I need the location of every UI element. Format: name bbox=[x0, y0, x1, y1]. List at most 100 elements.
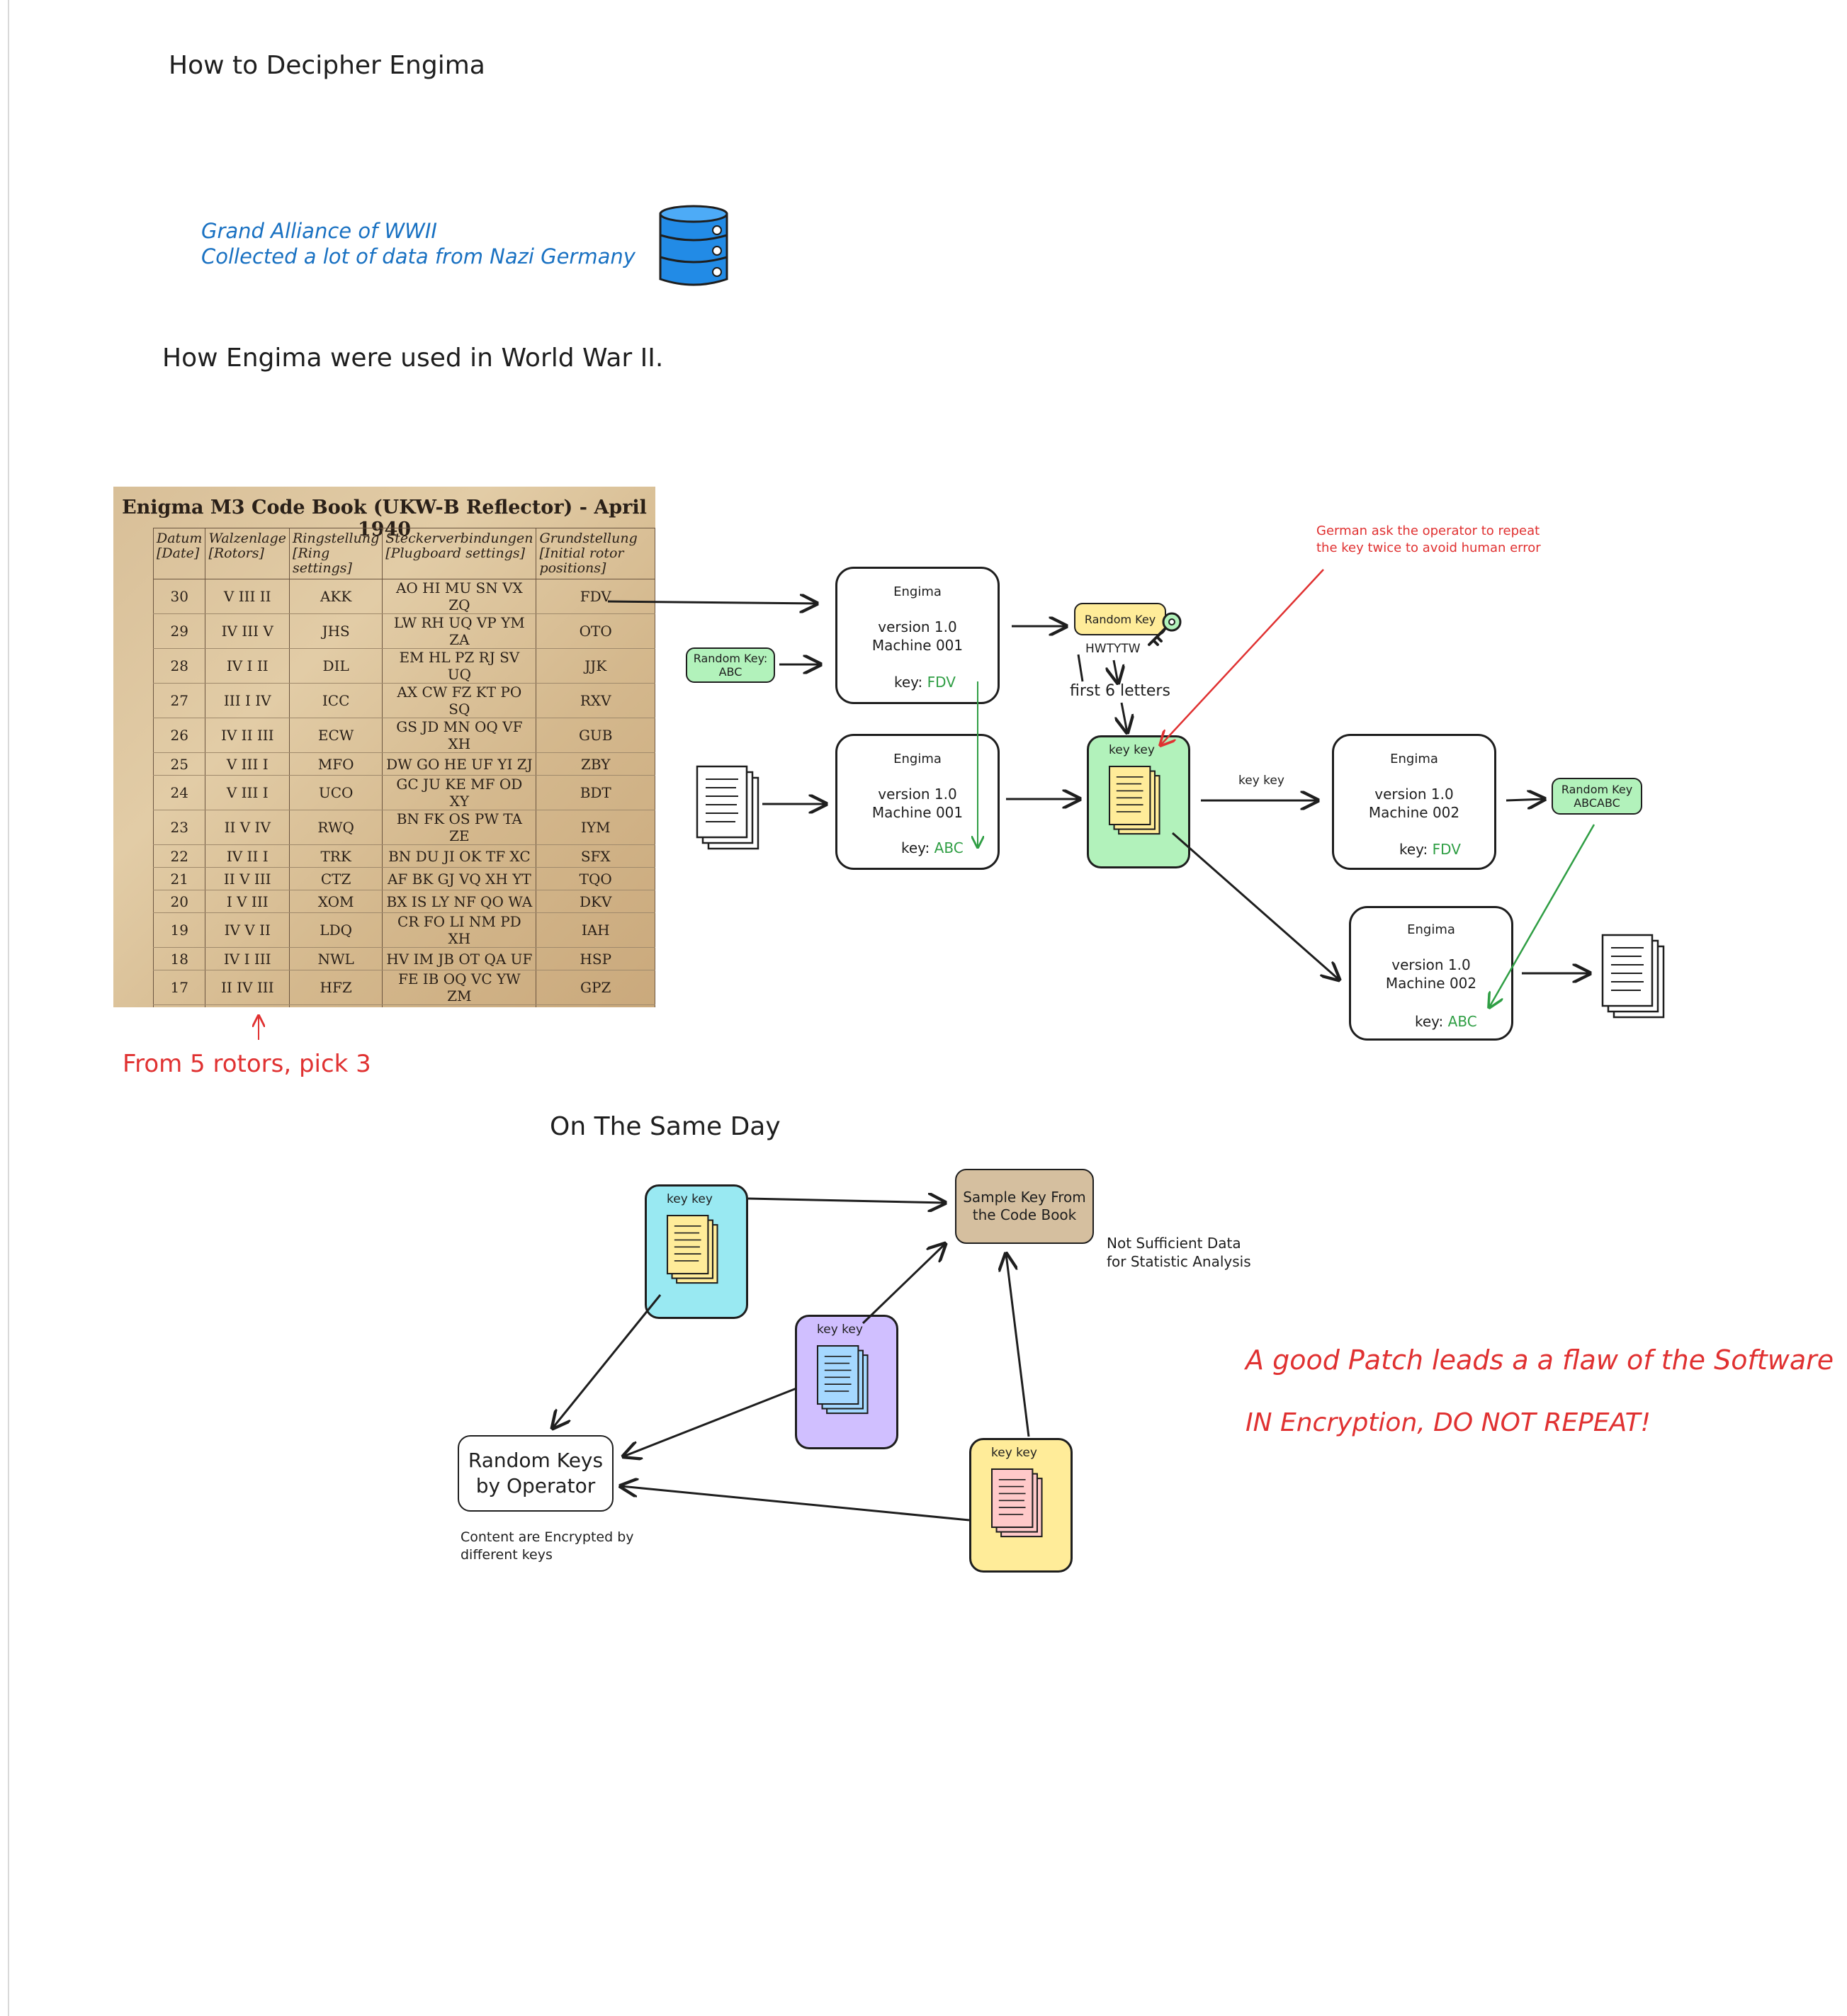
codebook-cell: NWL bbox=[289, 947, 383, 970]
arrow-cyan-to-operator bbox=[553, 1294, 662, 1428]
page-title: How to Decipher Engima bbox=[169, 51, 485, 80]
codebook-cell: RWQ bbox=[289, 810, 383, 845]
codebook-cell: 22 bbox=[152, 844, 206, 868]
arrow-green-abcabc-to-abc bbox=[1489, 824, 1595, 1007]
codebook-cell: BX IS LY NF QO WA bbox=[382, 890, 537, 913]
codebook-cell: 17 bbox=[152, 970, 206, 1005]
codebook-cell: CO GV IH KD ML RB bbox=[382, 1004, 537, 1007]
codebook-cell: LDQ bbox=[289, 912, 383, 948]
engima-label: Engima bbox=[1407, 922, 1455, 937]
codebook-cell: V III I bbox=[205, 752, 290, 776]
codebook-cell: 25 bbox=[152, 752, 206, 776]
codebook-cell: AF BK GJ VQ XH YT bbox=[382, 867, 537, 890]
codebook-cell: V III I bbox=[205, 775, 290, 810]
engima-label: Engima bbox=[893, 752, 942, 766]
version-label: version 1.0 bbox=[878, 786, 957, 803]
codebook-cell: AO HI MU SN VX ZQ bbox=[382, 579, 537, 614]
codebook-cell: RXV bbox=[536, 683, 655, 718]
version-label: version 1.0 bbox=[1391, 956, 1471, 973]
codebook-cell: I V III bbox=[205, 890, 290, 913]
rotors-note: From 5 rotors, pick 3 bbox=[123, 1050, 371, 1078]
arrow-first-letters-down bbox=[1122, 702, 1127, 732]
keykey-label: key key bbox=[667, 1192, 713, 1206]
codebook-image: Enigma M3 Code Book (UKW-B Reflector) - … bbox=[113, 487, 655, 1007]
database-icon bbox=[659, 205, 728, 286]
key-label: key: bbox=[1399, 841, 1428, 858]
codebook-cell: IV I III bbox=[205, 947, 290, 970]
machine-label: Machine 001 bbox=[871, 637, 964, 654]
codebook-cell: V III II bbox=[205, 579, 290, 614]
codebook-cell: II V III bbox=[205, 867, 290, 890]
version-label: version 1.0 bbox=[878, 618, 957, 635]
codebook-cell: XOM bbox=[289, 890, 383, 913]
codebook-cell: IV II I bbox=[205, 844, 290, 868]
engima-machine-001-top: Engima version 1.0 Machine 001 key: FDV bbox=[835, 567, 1000, 704]
codebook-cell: JJK bbox=[536, 648, 655, 684]
codebook-cell: 26 bbox=[152, 718, 206, 753]
random-key-input-chip: Random Key:ABC bbox=[686, 647, 775, 683]
codebook-cell: AKK bbox=[289, 579, 383, 614]
codebook-cell: BN FK OS PW TA ZE bbox=[382, 810, 537, 845]
arrow-engima002-to-random-key bbox=[1506, 799, 1544, 800]
codebook-cell: HSP bbox=[536, 947, 655, 970]
key-value: FDV bbox=[1432, 841, 1461, 858]
arrow-cyan-to-sample bbox=[747, 1199, 945, 1203]
codebook-cell: 18 bbox=[152, 947, 206, 970]
codebook-cell: GPZ bbox=[536, 970, 655, 1005]
keykey-label: key key bbox=[817, 1323, 863, 1337]
codebook-cell: 19 bbox=[152, 912, 206, 948]
version-label: version 1.0 bbox=[1374, 786, 1454, 803]
arrow-keykey-to-engima002-bottom bbox=[1172, 832, 1339, 980]
codebook-cell: HV IM JB OT QA UF bbox=[382, 947, 537, 970]
codebook-cell: CR FO LI NM PD XH bbox=[382, 912, 537, 948]
keykey-label: key key bbox=[991, 1446, 1037, 1460]
arrow-random-key-down bbox=[1114, 659, 1118, 683]
codebook-cell: 24 bbox=[152, 775, 206, 810]
codebook-cell: PJU bbox=[536, 1004, 655, 1007]
canvas-edge bbox=[8, 0, 9, 2016]
random-key-chip: Random Key bbox=[1074, 603, 1166, 635]
codebook-table: Datum[Date] Walzenlage[Rotors] Ringstell… bbox=[152, 528, 655, 1007]
document-stack-icon bbox=[1108, 765, 1160, 835]
codebook-cell: III I IV bbox=[205, 683, 290, 718]
machine-label: Machine 002 bbox=[1385, 975, 1477, 992]
document-stack-icon bbox=[816, 1344, 869, 1415]
repeat-note: IN Encryption, DO NOT REPEAT! bbox=[1246, 1408, 1651, 1437]
key-value: ABC bbox=[1447, 1013, 1477, 1030]
codebook-cell: GS JD MN OQ VF XH bbox=[382, 718, 537, 753]
document-stack-icon bbox=[666, 1214, 718, 1284]
codebook-cell: SFX bbox=[536, 844, 655, 868]
engima-label: Engima bbox=[1390, 752, 1438, 766]
codebook-cell: GC JU KE MF OD XY bbox=[382, 775, 537, 810]
codebook-cell: IYM bbox=[536, 810, 655, 845]
codebook-cell: DKV bbox=[536, 890, 655, 913]
codebook-header-date: Datum[Date] bbox=[152, 528, 206, 579]
keykey-label: key key bbox=[1109, 743, 1155, 757]
alliance-note-line2: Collected a lot of data from Nazi German… bbox=[201, 244, 636, 268]
codebook-cell: AX CW FZ KT PO SQ bbox=[382, 683, 537, 718]
document-stack-icon bbox=[696, 765, 759, 850]
codebook-cell: UCO bbox=[289, 775, 383, 810]
codebook-cell: 21 bbox=[152, 867, 206, 890]
codebook-cell: IV V II bbox=[205, 912, 290, 948]
codebook-cell: GUB bbox=[536, 718, 655, 753]
document-stack-icon bbox=[990, 1468, 1043, 1538]
codebook-cell: IV II III bbox=[205, 718, 290, 753]
codebook-cell: TRK bbox=[289, 844, 383, 868]
codebook-cell: ZBY bbox=[536, 752, 655, 776]
patch-note: A good Patch leads a a flaw of the Softw… bbox=[1246, 1344, 1834, 1376]
key-link-line bbox=[1077, 654, 1084, 682]
codebook-header-plugboard: Steckerverbindungen[Plugboard settings] bbox=[382, 528, 537, 579]
